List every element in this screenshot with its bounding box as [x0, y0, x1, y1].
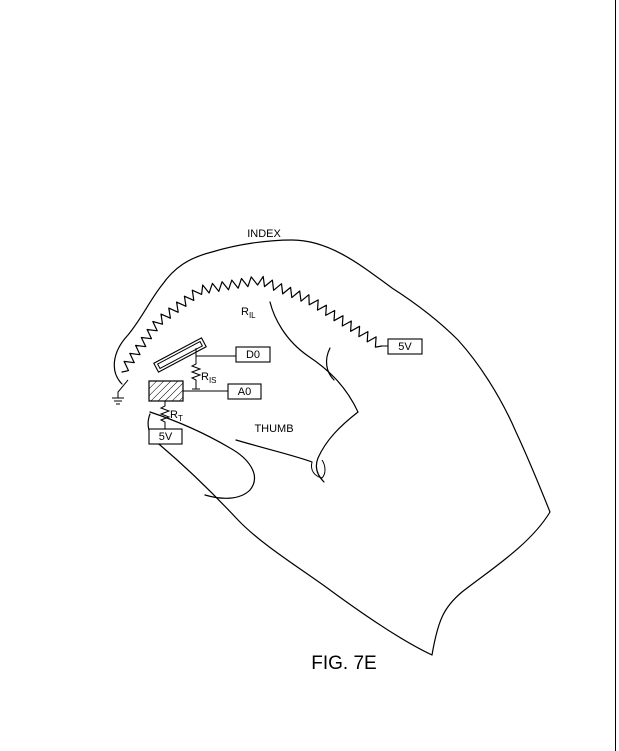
ground-icon: [112, 397, 124, 405]
thumb-outline: [149, 411, 256, 499]
thumb-5v-label: 5V: [159, 431, 173, 443]
index-5v-box: 5V: [387, 338, 423, 355]
a0-box: A0: [227, 383, 262, 400]
r-is-label: RIS: [201, 371, 217, 385]
thumb-sensor-pad: [148, 380, 184, 402]
r-t-label: RT: [170, 409, 183, 423]
a0-label: A0: [238, 386, 251, 398]
d0-box: D0: [235, 346, 271, 363]
index-5v-label: 5V: [398, 341, 412, 353]
r-il-label: RIL: [241, 306, 256, 320]
thumb-nail: [311, 459, 326, 479]
thumb-5v-box: 5V: [148, 428, 183, 445]
d0-label: D0: [246, 349, 260, 361]
index-sensor-strip: [153, 337, 207, 373]
figure-caption: FIG. 7E: [311, 653, 376, 674]
page-border: [615, 0, 616, 751]
knuckle-crease: [325, 347, 335, 381]
thumb-joint-crease: [235, 439, 313, 463]
resistor-r-il: [121, 275, 383, 373]
resistor-r-is: [190, 356, 202, 389]
index-label: INDEX: [247, 228, 281, 240]
thumb-label: THUMB: [254, 423, 293, 435]
index-thumb-fold: [269, 301, 359, 483]
ground-wire: [117, 379, 129, 398]
hand-outline: [113, 239, 551, 656]
resistor-r-t: [159, 401, 171, 429]
